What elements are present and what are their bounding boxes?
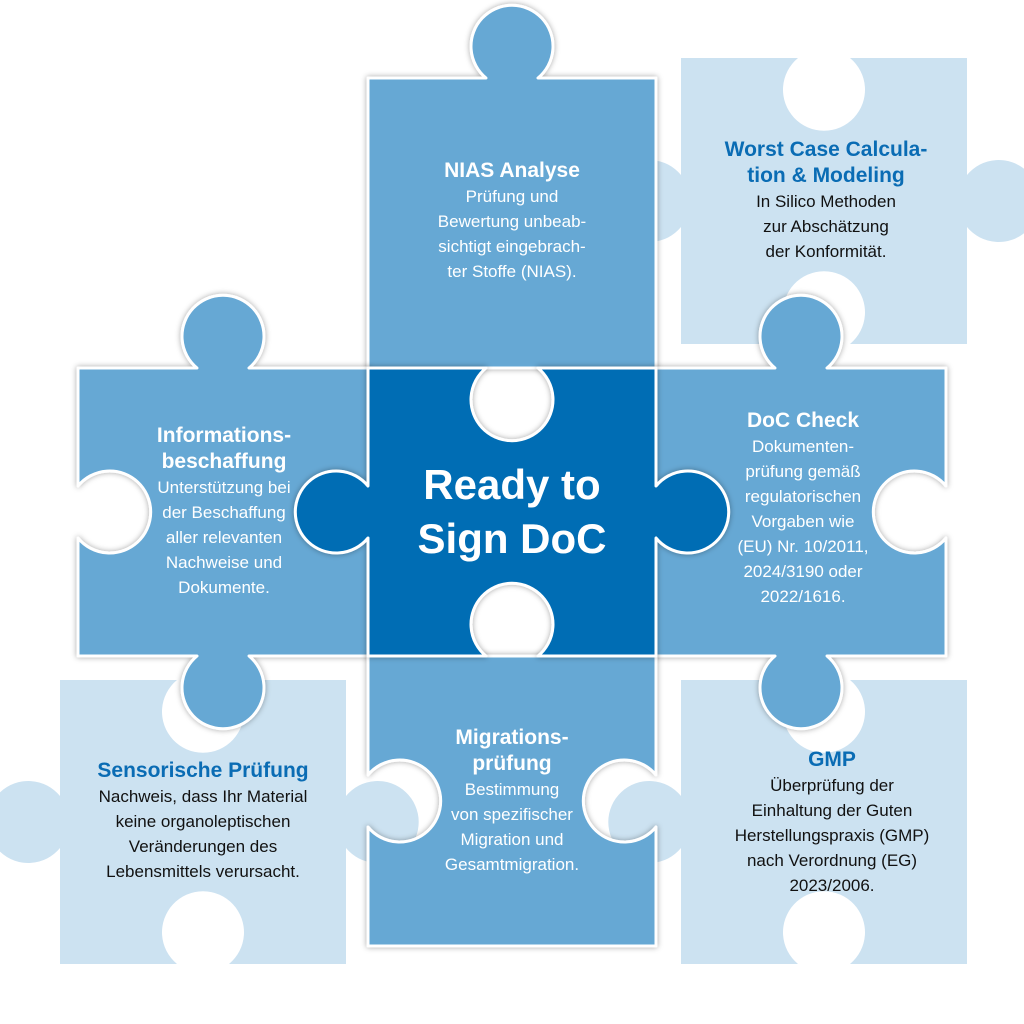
worst-case-piece xyxy=(608,58,1024,344)
piece-doc-check: DoC Check Dokumenten- prüfung gemäß regu… xyxy=(737,408,868,609)
nias-piece xyxy=(366,3,658,370)
sensory-title: Sensorische Prüfung xyxy=(97,759,309,782)
doc-check-line: prüfung gemäß xyxy=(745,462,861,481)
info-line: aller relevanten xyxy=(165,528,283,547)
nias-title: NIAS Analyse xyxy=(444,159,580,182)
info-line: Nachweise und xyxy=(165,553,283,572)
doc-check-line: 2024/3190 oder xyxy=(743,562,863,581)
center-piece xyxy=(293,366,731,658)
info-title-1: Informations- xyxy=(156,424,292,447)
doc-check-line: Dokumenten- xyxy=(751,437,855,456)
nias-line: ter Stoffe (NIAS). xyxy=(447,262,577,281)
info-line: Dokumente. xyxy=(178,578,270,597)
doc-check-line: 2022/1616. xyxy=(760,587,846,606)
sensory-line: Nachweis, dass Ihr Material xyxy=(98,787,308,806)
sensory-piece xyxy=(0,680,419,964)
nias-line: Prüfung und xyxy=(465,187,559,206)
gmp-line: Herstellungspraxis (GMP) xyxy=(734,826,930,845)
piece-sensory: Sensorische Prüfung Nachweis, dass Ihr M… xyxy=(97,758,308,884)
gmp-line: Überprüfung der xyxy=(770,776,894,795)
gmp-line: 2023/2006. xyxy=(789,876,875,895)
piece-nias: NIAS Analyse Prüfung und Bewertung unbea… xyxy=(438,158,586,284)
info-line: der Beschaffung xyxy=(162,503,286,522)
worst-case-title-1: Worst Case Calcula- xyxy=(724,138,928,161)
doc-check-piece xyxy=(654,293,948,731)
info-title-2: beschaffung xyxy=(161,450,287,473)
worst-case-title-2: tion & Modeling xyxy=(747,164,905,187)
sensory-line: Veränderungen des xyxy=(128,837,278,856)
sensory-line: keine organoleptischen xyxy=(115,812,291,831)
migration-line: Migration und xyxy=(460,830,564,849)
doc-check-title: DoC Check xyxy=(746,409,860,432)
info-piece xyxy=(76,293,370,731)
doc-check-line: Vorgaben wie xyxy=(751,512,855,531)
piece-worst-case: Worst Case Calcula- tion & Modeling In S… xyxy=(725,137,928,264)
piece-gmp: GMP Überprüfung der Einhaltung der Guten… xyxy=(735,747,930,898)
doc-check-line: (EU) Nr. 10/2011, xyxy=(737,537,869,556)
piece-info: Informations- beschaffung Unterstützung … xyxy=(157,423,291,600)
doc-check-line: regulatorischen xyxy=(744,487,862,506)
migration-line: von spezifischer xyxy=(451,805,573,824)
migration-title-2: prüfung xyxy=(472,752,552,775)
worst-case-line: In Silico Methoden xyxy=(756,192,896,211)
migration-line: Gesamtmigration. xyxy=(444,855,580,874)
gmp-piece xyxy=(608,680,967,964)
center-piece-label: Ready to Sign DoC xyxy=(418,458,607,566)
piece-migration: Migrations- prüfung Bestimmung von spezi… xyxy=(445,725,579,877)
center-line-1: Ready to xyxy=(423,461,601,508)
center-line-2: Sign DoC xyxy=(417,515,607,562)
migration-line: Bestimmung xyxy=(464,780,560,799)
migration-piece xyxy=(366,654,658,948)
gmp-title: GMP xyxy=(808,748,856,771)
sensory-line: Lebensmittels verursacht. xyxy=(106,862,300,881)
migration-title-1: Migrations- xyxy=(455,726,569,749)
gmp-line: nach Verordnung (EG) xyxy=(746,851,918,870)
worst-case-line: zur Abschätzung xyxy=(763,217,889,236)
nias-line: Bewertung unbeab- xyxy=(437,212,587,231)
gmp-line: Einhaltung der Guten xyxy=(751,801,913,820)
worst-case-line: der Konformität. xyxy=(765,242,887,261)
nias-line: sichtigt eingebrach- xyxy=(438,237,586,256)
info-line: Unterstützung bei xyxy=(157,478,291,497)
